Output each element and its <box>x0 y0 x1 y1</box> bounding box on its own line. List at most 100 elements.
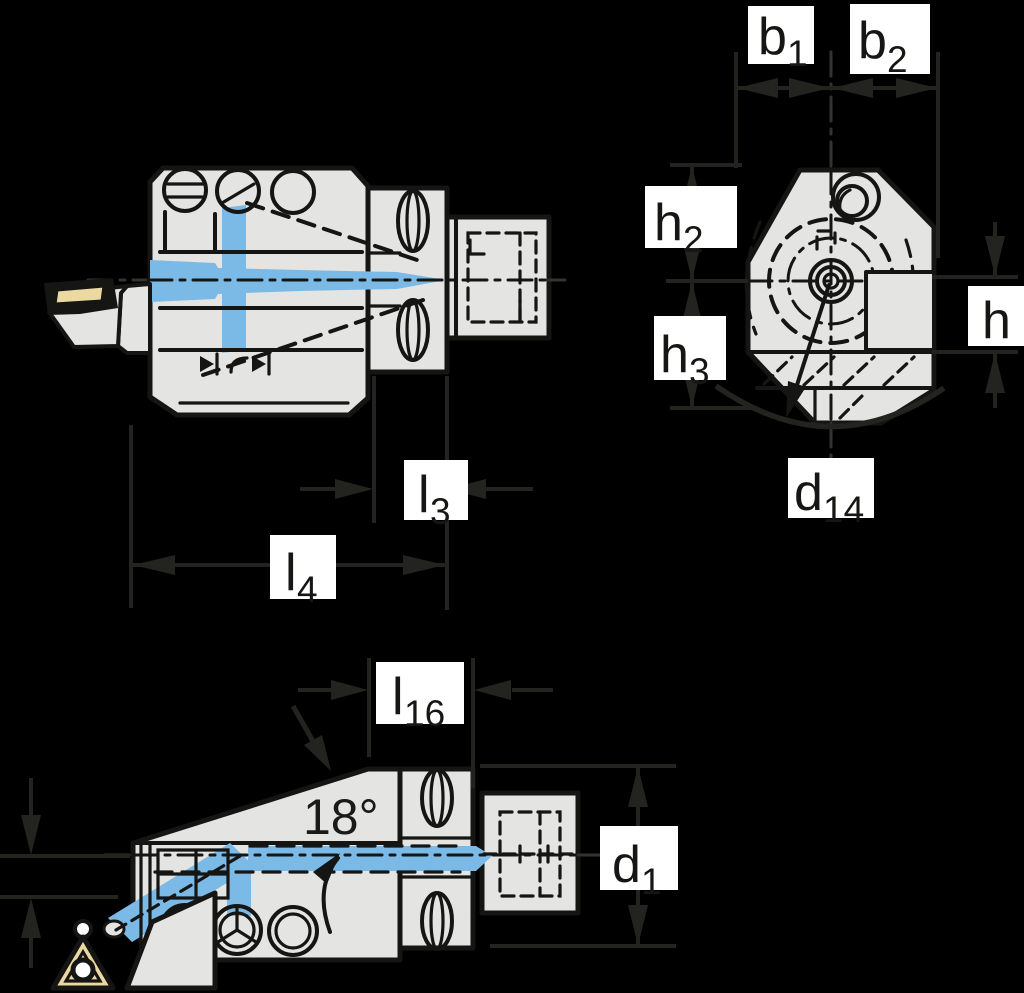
dimension-insert-offset <box>0 778 130 968</box>
flow-arrow-icon <box>252 356 266 372</box>
coolant-channel-horizontal <box>248 846 492 871</box>
dim-label-h2: h <box>654 194 683 252</box>
clamping-groove-inner <box>429 768 445 828</box>
dimension-l16: l 16 <box>298 658 553 788</box>
clamping-groove-inner <box>429 891 445 951</box>
dim-arrow <box>628 767 648 807</box>
clamp-screw-hole <box>270 169 316 215</box>
dim-arrow <box>21 815 41 855</box>
clamp-screw-head-inner <box>835 184 869 218</box>
hidden-channel-diagonal <box>114 854 242 932</box>
dim-label-box <box>850 4 930 74</box>
d14-arc <box>714 383 946 430</box>
dim-label-b1-sub: 1 <box>787 33 808 74</box>
hidden-line <box>245 201 425 264</box>
insert-center-hole <box>70 957 96 983</box>
dim-label-h3: h <box>660 326 689 384</box>
dim-label-d14: d <box>794 464 823 522</box>
dim-label-box <box>404 460 468 520</box>
dim-arrow <box>331 680 368 700</box>
pocket-outline <box>156 848 230 900</box>
dim-label-box <box>654 316 726 380</box>
screw-slot-line <box>220 182 256 205</box>
dim-arrow <box>682 240 702 280</box>
side-view <box>44 165 567 418</box>
screw-hole <box>267 905 319 957</box>
clamping-groove-inner <box>405 189 421 253</box>
dimension-l4: l 4 <box>129 425 445 610</box>
dim-arrow <box>474 680 511 700</box>
dimensions: b 1 b 2 h 2 h 3 <box>0 4 1024 968</box>
coolant-nozzle-outlet <box>102 919 126 939</box>
dim-label-b2-sub: 2 <box>887 39 908 80</box>
dim-label-box <box>645 186 737 248</box>
socket-tick <box>468 238 486 256</box>
cutting-head <box>124 890 218 991</box>
dim-arrow <box>335 479 373 499</box>
cutting-insert <box>53 284 106 306</box>
angle-label: 18° <box>303 789 379 845</box>
dimension-d14: d 14 <box>788 458 874 530</box>
hidden-socket-outline <box>466 231 538 324</box>
coolant-channel-vertical <box>227 866 251 916</box>
dim-label-h2-sub: 2 <box>683 219 704 260</box>
band-hatch-line <box>838 394 864 420</box>
flow-arrow-icon <box>200 356 214 372</box>
dim-label-l4: l <box>285 544 297 602</box>
dim-label-l16: l <box>392 668 404 726</box>
dimension-l3: l 3 <box>300 376 533 610</box>
screw-hole-inner <box>274 912 312 950</box>
dim-label-d1-sub: 1 <box>641 861 662 902</box>
dim-label-l16-sub: 16 <box>404 693 445 734</box>
end-view <box>714 50 946 464</box>
bottom-view: 18° <box>50 766 602 991</box>
band-hatch-line <box>882 355 916 387</box>
coolant-channel-vertical <box>222 205 246 353</box>
dim-arrow <box>628 905 648 945</box>
band-hatch-line <box>802 355 836 387</box>
valve-spoke-line <box>216 906 258 944</box>
dim-label-l3-sub: 3 <box>430 491 451 532</box>
dim-arrow <box>789 78 830 98</box>
clamping-groove-inner <box>405 298 421 362</box>
dimension-d1: d 1 <box>480 764 678 948</box>
dim-label-b1: b <box>758 8 787 66</box>
dim-label-l3: l <box>418 466 430 524</box>
clamp-screw-head <box>831 172 881 222</box>
dim-arrow <box>682 282 702 322</box>
dim-label-l4-sub: 4 <box>297 569 318 610</box>
dimension-h: h <box>932 222 1024 408</box>
dim-label-b2: b <box>858 12 887 70</box>
clamp-screw-hole <box>162 167 208 213</box>
valve-hook-line <box>229 356 249 374</box>
dim-arrow <box>133 555 175 575</box>
clamp-screw-hole <box>215 168 261 214</box>
dim-arrow <box>737 78 778 98</box>
dim-label-d1: d <box>612 836 641 894</box>
coolant-leader-arrowhead <box>313 853 340 884</box>
keyway-slot <box>815 229 837 251</box>
dimension-b1-b2: b 1 b 2 <box>734 4 940 258</box>
dim-arrow <box>403 555 445 575</box>
band-hatch-line <box>762 355 794 386</box>
band-hatch-line <box>842 355 876 387</box>
body-flange <box>444 214 552 341</box>
dimension-h2-h3: h 2 h 3 <box>645 163 756 410</box>
leader-arrowhead <box>304 735 331 771</box>
dim-arrow <box>985 236 1005 276</box>
dim-label-box <box>788 458 874 518</box>
dim-arrow <box>21 898 41 938</box>
d14-leader-arrowhead <box>786 381 806 418</box>
chamfer-leader-arrow <box>290 704 331 771</box>
dim-arrow <box>896 78 937 98</box>
dim-arrow <box>985 353 1005 393</box>
dim-label-h3-sub: 3 <box>689 351 710 392</box>
dim-label-h: h <box>982 292 1011 350</box>
hidden-line <box>201 298 425 377</box>
dim-label-box <box>376 662 464 724</box>
dim-label-d14-sub: 14 <box>823 489 864 530</box>
screw-spiral-arc <box>838 188 852 212</box>
dim-label-box <box>748 6 814 64</box>
